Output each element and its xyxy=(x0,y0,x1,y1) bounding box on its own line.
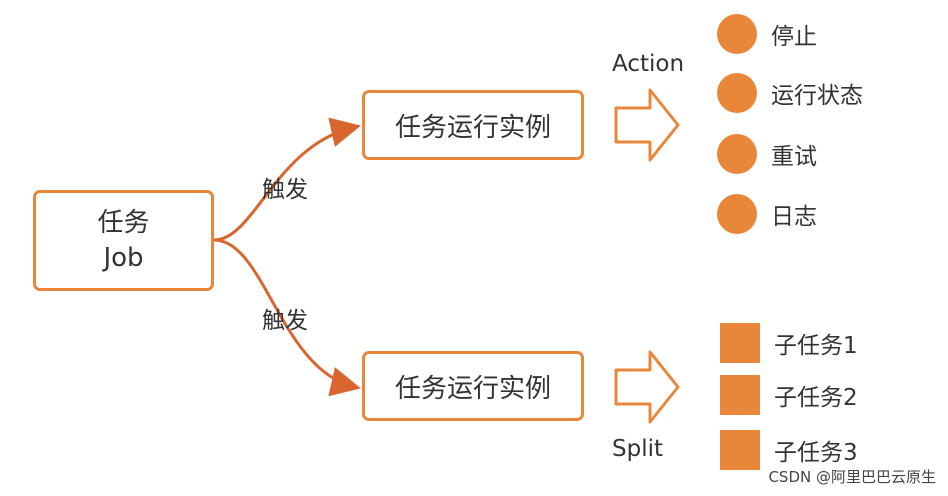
trigger-label-top: 触发 xyxy=(262,177,308,203)
subtask-item-label: 子任务3 xyxy=(774,440,858,466)
task-instance-label-top: 任务运行实例 xyxy=(394,112,551,143)
subtask-item-1: 子任务1 xyxy=(720,323,858,363)
subtask-item-3: 子任务3 xyxy=(720,430,858,470)
bullet-dot-icon xyxy=(717,134,757,174)
bullet-square-icon xyxy=(720,430,760,470)
task-instance-node-bottom: 任务运行实例 xyxy=(362,351,584,421)
job-label-line1: 任务 xyxy=(97,207,150,238)
split-label: Split xyxy=(612,436,663,462)
action-item-status: 运行状态 xyxy=(717,73,863,113)
job-label-line2: Job xyxy=(103,242,144,273)
action-item-label: 停止 xyxy=(771,24,817,50)
action-item-stop: 停止 xyxy=(717,14,817,54)
bullet-dot-icon xyxy=(717,194,757,234)
subtask-item-label: 子任务1 xyxy=(774,333,858,359)
job-node: 任务 Job xyxy=(33,190,214,291)
bullet-dot-icon xyxy=(717,14,757,54)
action-item-label: 运行状态 xyxy=(771,83,863,109)
action-item-label: 重试 xyxy=(771,144,817,170)
bullet-dot-icon xyxy=(717,73,757,113)
connector-bottom xyxy=(213,238,361,397)
action-label: Action xyxy=(612,51,685,77)
hollow-arrow-split-icon xyxy=(614,350,680,424)
trigger-label-bottom: 触发 xyxy=(262,308,308,334)
action-item-label: 日志 xyxy=(771,204,817,230)
bullet-square-icon xyxy=(720,375,760,415)
connector-top xyxy=(213,117,361,242)
watermark: CSDN @阿里巴巴云原生 xyxy=(768,468,936,486)
subtask-item-2: 子任务2 xyxy=(720,375,858,415)
task-instance-node-top: 任务运行实例 xyxy=(362,90,584,160)
subtask-item-label: 子任务2 xyxy=(774,385,858,411)
action-item-retry: 重试 xyxy=(717,134,817,174)
action-item-log: 日志 xyxy=(717,194,817,234)
bullet-square-icon xyxy=(720,323,760,363)
hollow-arrow-action-icon xyxy=(614,88,680,162)
task-instance-label-bottom: 任务运行实例 xyxy=(394,373,551,404)
